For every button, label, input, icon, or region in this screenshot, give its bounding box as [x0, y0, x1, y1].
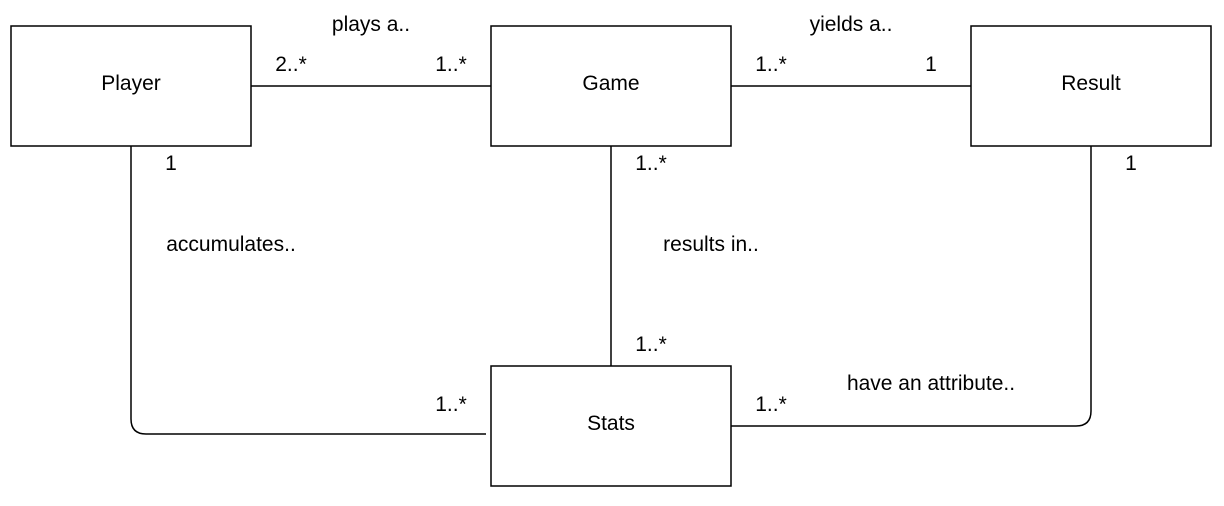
label-accumulates: accumulates.. — [166, 233, 296, 256]
mult-player-game-player-end: 2..* — [275, 53, 307, 76]
entity-game[interactable]: Game — [490, 25, 732, 147]
entity-stats-box — [490, 365, 732, 487]
entity-result-box — [970, 25, 1212, 147]
entity-result-label: Result — [1061, 72, 1121, 95]
entity-game-label: Game — [582, 72, 639, 95]
mult-game-stats-stats-end: 1..* — [635, 333, 667, 356]
mult-player-stats-stats-end: 1..* — [435, 393, 467, 416]
edge-result-stats — [731, 146, 1092, 427]
entity-player[interactable]: Player — [10, 25, 252, 147]
entity-result[interactable]: Result — [970, 25, 1212, 147]
mult-result-stats-result-end: 1 — [1125, 152, 1137, 175]
label-have-an-attribute: have an attribute.. — [847, 372, 1015, 395]
mult-player-stats-player-end: 1 — [165, 152, 177, 175]
label-plays-a: plays a.. — [332, 13, 410, 36]
mult-game-stats-game-end: 1..* — [635, 152, 667, 175]
entity-player-box — [10, 25, 252, 147]
edge-player-stats — [130, 146, 486, 435]
mult-result-stats-stats-end: 1..* — [755, 393, 787, 416]
label-yields-a: yields a.. — [810, 13, 893, 36]
mult-game-result-result-end: 1 — [925, 53, 937, 76]
entity-player-label: Player — [101, 72, 161, 95]
entity-game-box — [490, 25, 732, 147]
entity-stats[interactable]: Stats — [490, 365, 732, 487]
label-results-in: results in.. — [663, 233, 759, 256]
entity-stats-label: Stats — [587, 412, 635, 435]
mult-game-result-game-end: 1..* — [755, 53, 787, 76]
mult-player-game-game-end: 1..* — [435, 53, 467, 76]
